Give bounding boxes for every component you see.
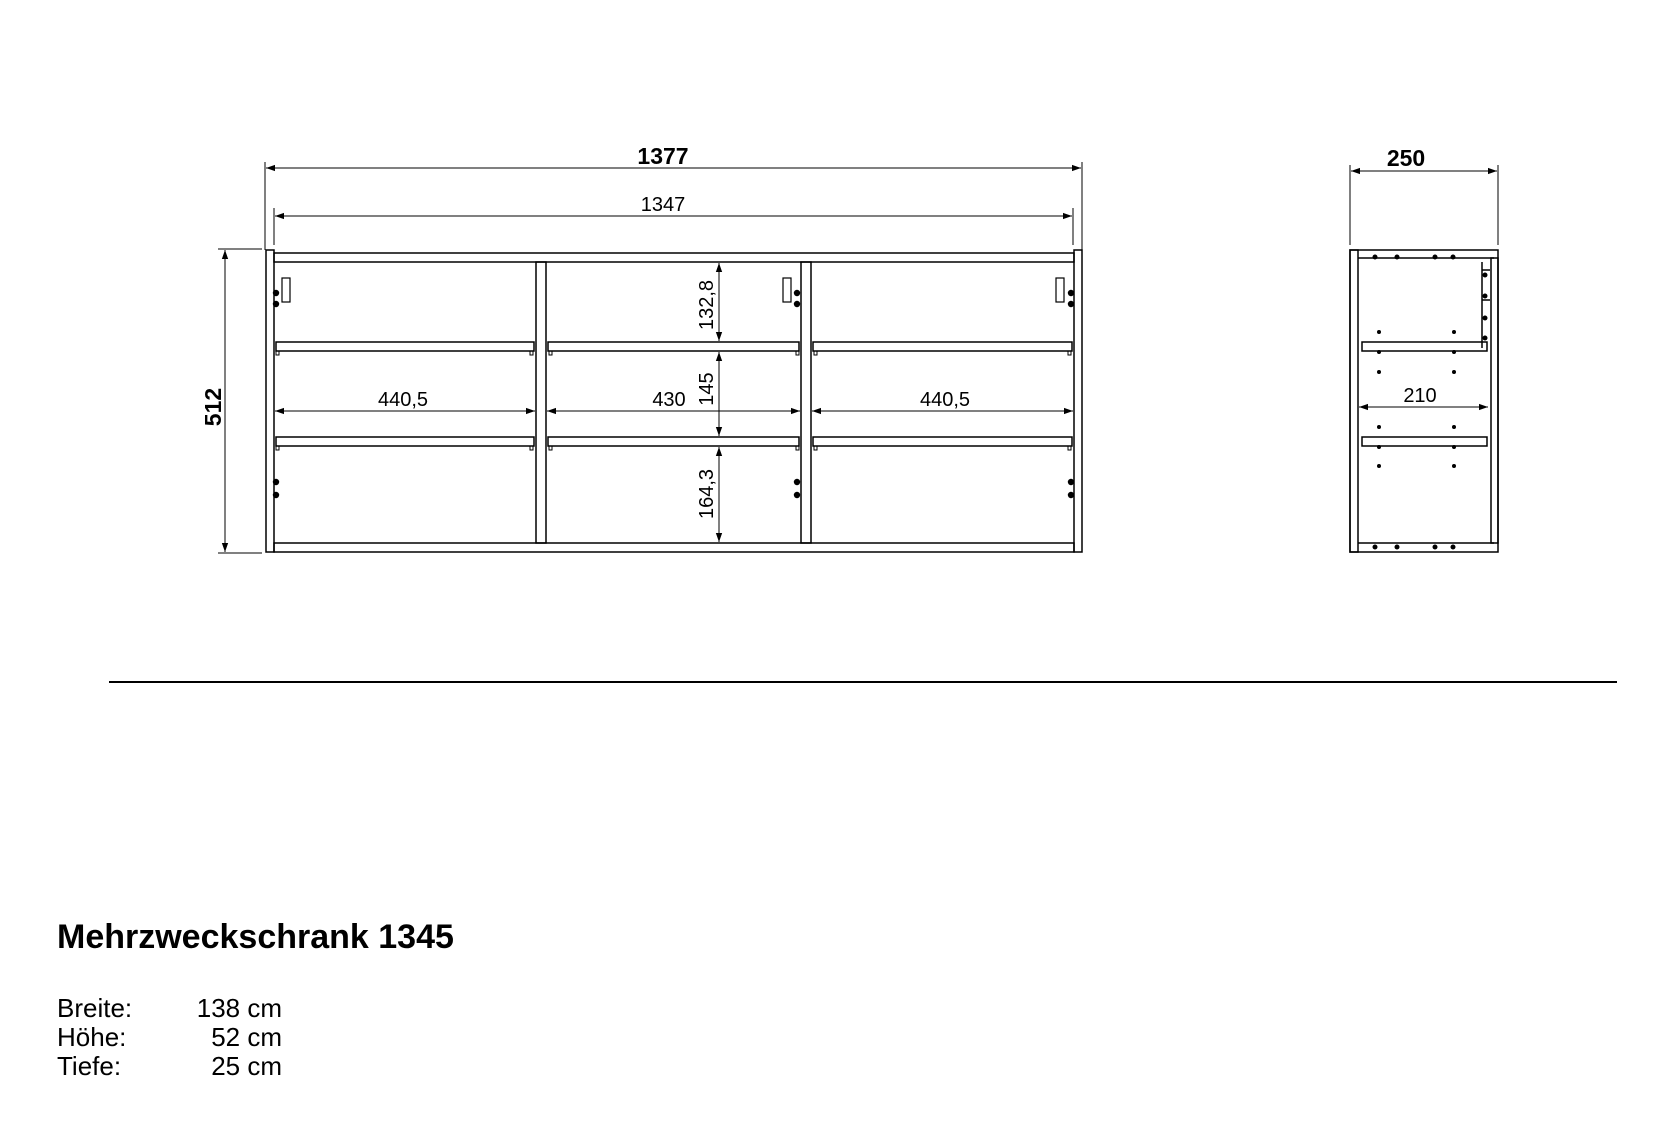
front-view bbox=[265, 249, 1083, 553]
label-depth: 250 bbox=[1387, 145, 1425, 171]
front-dimensions bbox=[218, 162, 1083, 554]
spec-value: 52 cm bbox=[211, 1022, 282, 1052]
label-inner-depth: 210 bbox=[1403, 385, 1436, 407]
shelf-upper-3 bbox=[812, 341, 1073, 352]
spec-label: Breite: bbox=[57, 993, 133, 1023]
label-shelf-2: 145 bbox=[696, 372, 718, 405]
shelf-lower-3 bbox=[812, 436, 1073, 447]
right-side-panel bbox=[1073, 249, 1083, 553]
spec-label: Höhe: bbox=[57, 1022, 127, 1052]
spec-row-width: Breite: 138 cm bbox=[57, 994, 282, 1023]
side-dimensions bbox=[1349, 165, 1499, 411]
spec-row-depth: Tiefe: 25 cm bbox=[57, 1052, 282, 1081]
shelf-upper-2 bbox=[547, 341, 800, 352]
bottom-panel bbox=[273, 542, 1075, 553]
label-shelf-3: 164,3 bbox=[696, 469, 718, 519]
spec-list: Breite: 138 cm Höhe: 52 cm Tiefe: 25 cm bbox=[57, 994, 282, 1081]
left-side-panel bbox=[265, 249, 275, 553]
label-inner-width: 1347 bbox=[641, 194, 686, 216]
hinge-icon bbox=[1481, 262, 1490, 348]
label-compartment-1: 440,5 bbox=[378, 389, 428, 411]
spec-row-height: Höhe: 52 cm bbox=[57, 1023, 282, 1052]
label-compartment-3: 440,5 bbox=[920, 389, 970, 411]
spec-value: 25 cm bbox=[211, 1051, 282, 1081]
product-title: Mehrzweckschrank 1345 bbox=[57, 918, 454, 956]
shelf-pin-holes bbox=[1372, 254, 1488, 550]
hinge-icon bbox=[272, 277, 1075, 499]
spec-value: 138 cm bbox=[196, 993, 282, 1023]
side-shelf-upper bbox=[1361, 341, 1488, 352]
divider-left bbox=[535, 261, 547, 544]
side-view bbox=[1349, 249, 1499, 553]
label-shelf-1: 132,8 bbox=[696, 280, 718, 330]
shelf-lower-2 bbox=[547, 436, 800, 447]
side-shelf-lower bbox=[1361, 436, 1488, 447]
shelf-upper-1 bbox=[275, 341, 535, 352]
divider-right bbox=[800, 261, 812, 544]
side-door bbox=[1490, 257, 1499, 544]
label-overall-width: 1377 bbox=[637, 143, 688, 169]
shelf-lower-1 bbox=[275, 436, 535, 447]
side-back-panel bbox=[1349, 249, 1359, 553]
spec-label: Tiefe: bbox=[57, 1051, 122, 1081]
label-height: 512 bbox=[200, 388, 226, 426]
top-panel bbox=[273, 252, 1075, 263]
label-compartment-2: 430 bbox=[652, 389, 685, 411]
